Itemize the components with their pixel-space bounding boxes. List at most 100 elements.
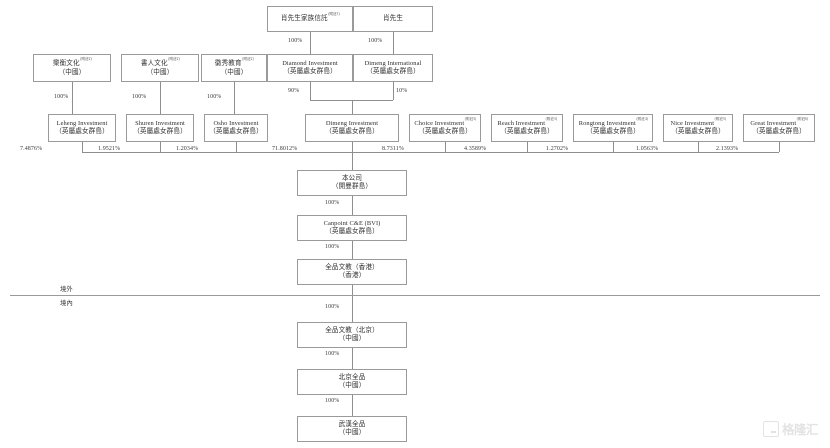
entity-jurisdiction: （英屬處女群島） <box>418 128 472 136</box>
entity-name: 肖先生 <box>382 14 404 22</box>
entity-node-choice-inv: Choice Investment(附註3)（英屬處女群島） <box>409 114 481 142</box>
connector-beijing-to-bjqp <box>352 348 353 369</box>
connector-merge-to-dimeng-investment <box>352 100 353 114</box>
connector-dimeng-international-down <box>393 82 394 100</box>
percentage-label-pct-hk-beijing: 100% <box>325 304 340 310</box>
entity-node-nice-inv: Nice Investment(附註5)（英屬處女群島） <box>663 114 733 142</box>
entity-jurisdiction: （中國） <box>338 335 366 342</box>
entity-jurisdiction: （中國） <box>220 68 248 76</box>
entity-node-rongtong-inv: Rongtong Investment(附註4)（英屬處女群島） <box>573 114 653 142</box>
connector-weixiu-to-osho <box>234 82 235 114</box>
entity-node-diamond-inv: Diamond Investment（英屬處女群島） <box>267 54 353 82</box>
shareholding-bus-line <box>82 152 779 153</box>
entity-jurisdiction: （開曼群島） <box>331 183 373 190</box>
entity-name: Canpoint C&E (BVI) <box>323 219 381 227</box>
entity-node-reach-inv: Reach Investment(附註3)（英屬處女群島） <box>491 114 563 142</box>
entity-jurisdiction: （英屬處女群島） <box>586 128 640 136</box>
connector-hk-to-beijing <box>352 285 353 322</box>
entity-jurisdiction: （中國） <box>146 68 174 76</box>
footnote-marker: (附註2) <box>80 56 92 61</box>
entity-node-shuren-culture: 書人文化(附註2)（中國） <box>121 54 199 82</box>
entity-name: 樂衡文化(附註2) <box>52 56 92 68</box>
entity-jurisdiction: （中國） <box>338 429 366 436</box>
connector-choice-down <box>445 142 446 152</box>
entity-jurisdiction: （英屬處女群島） <box>366 67 420 75</box>
entity-jurisdiction: （英屬處女群島） <box>752 128 806 136</box>
entity-node-mr-xiao: 肖先生 <box>353 6 433 32</box>
percentage-label-pct-rongtong-company: 1.2702% <box>546 146 569 152</box>
entity-jurisdiction: （中國） <box>58 68 86 76</box>
entity-node-wuhan-qp: 武漢全品（中國） <box>297 416 407 442</box>
footnote-marker: (附註3) <box>545 117 558 122</box>
entity-name: 武漢全品 <box>338 420 366 428</box>
footnote-marker: (附註3) <box>464 117 477 122</box>
connector-bjqp-to-wuhan <box>352 395 353 416</box>
footnote-marker: (附註4) <box>636 117 648 122</box>
footnote-marker: (附註6) <box>796 117 809 122</box>
entity-node-weixiu-edu: 徽秀教育(附註2)（中國） <box>201 54 267 82</box>
connector-diamond-down <box>310 82 311 100</box>
connector-rongtong-down <box>613 142 614 152</box>
entity-node-company: 本公司（開曼群島） <box>297 170 407 196</box>
jurisdiction-divider-line <box>10 295 820 296</box>
entity-name: Diamond Investment <box>282 59 338 67</box>
watermark: 格隆汇 <box>762 419 819 438</box>
connector-nice-down <box>698 142 699 152</box>
entity-jurisdiction: （英屬處女群島） <box>325 127 379 135</box>
connector-dimeng-investment-down <box>352 142 353 152</box>
connector-shuren-investment-down <box>160 142 161 152</box>
percentage-label-pct-nice-company: 1.0563% <box>636 146 659 152</box>
percentage-label-pct-diamond-dimeng: 90% <box>288 88 300 94</box>
percentage-label-pct-bjqp-wuhan: 100% <box>325 398 340 404</box>
entity-node-trust: 肖先生家族信託(附註1) <box>267 6 353 32</box>
entity-name: 徽秀教育(附註2) <box>214 56 254 68</box>
watermark-text: 格隆汇 <box>781 422 819 437</box>
footnote-marker: (附註2) <box>242 56 254 61</box>
footnote-marker: (附註1) <box>328 12 340 17</box>
connector-merge-bar-dimeng <box>310 100 393 101</box>
entity-jurisdiction: （英屬處女群島） <box>500 128 554 136</box>
percentage-label-pct-shuren-shuren: 100% <box>132 94 147 100</box>
entity-node-canpoint-bj: 全品文教（北京）（中國） <box>297 322 407 348</box>
percentage-label-pct-canpointbvi-hk: 100% <box>325 244 340 250</box>
entity-jurisdiction: （英屬處女群島） <box>209 127 263 135</box>
entity-name: Leheng Investment <box>56 119 108 127</box>
percentage-label-pct-company-canpointbvi: 100% <box>325 200 340 206</box>
entity-name: Shuren Investment <box>135 119 185 127</box>
percentage-label-pct-dimengintl-dimeng: 10% <box>396 88 408 94</box>
connector-osho-down <box>236 142 237 152</box>
connector-trust-to-diamond <box>310 32 311 54</box>
percentage-label-pct-osho-company: 1.2034% <box>176 146 199 152</box>
percentage-label-pct-dimeng-company: 71.8012% <box>272 146 298 152</box>
percentage-label-pct-leyi-leheng: 100% <box>54 94 69 100</box>
footnote-marker: (附註5) <box>714 117 727 122</box>
percentage-label-pct-beijing-bjqp: 100% <box>325 351 340 357</box>
entity-name: 北京全品 <box>338 373 366 381</box>
connector-company-to-canpoint-bvi <box>352 196 353 215</box>
connector-shuren-to-shuren-investment <box>160 82 161 114</box>
connector-leheng-down <box>82 142 83 152</box>
entity-name: Dimeng International <box>364 59 422 67</box>
entity-name: 肖先生家族信託(附註1) <box>280 12 340 23</box>
entity-node-dimeng-intl: Dimeng International（英屬處女群島） <box>353 54 433 82</box>
entity-name: Osho Investment <box>213 119 259 127</box>
connector-xiao-to-dimeng-international <box>393 32 394 54</box>
connector-great-down <box>779 142 780 152</box>
entity-node-shuren-inv: Shuren Investment（英屬處女群島） <box>126 114 194 142</box>
percentage-label-pct-shuren-company: 1.9521% <box>98 146 121 152</box>
percentage-label-pct-trust-diamond: 100% <box>288 38 303 44</box>
entity-jurisdiction: （中國） <box>338 382 366 389</box>
entity-node-great-inv: Great Investment(附註6)（英屬處女群島） <box>743 114 815 142</box>
entity-jurisdiction: （英屬處女群島） <box>283 67 337 75</box>
entity-name: 全品文教（香港） <box>325 263 379 271</box>
connector-reach-down <box>527 142 528 152</box>
entity-name: Dimeng Investment <box>325 119 379 127</box>
entity-node-canpoint-hk: 全品文教（香港）（香港） <box>297 259 407 285</box>
percentage-label-pct-xiao-dimengintl: 100% <box>368 38 383 44</box>
percentage-label-pct-weixiu-osho: 100% <box>207 94 222 100</box>
offshore-label: 境外 <box>60 286 73 293</box>
percentage-label-pct-reach-company: 4.3589% <box>464 146 487 152</box>
entity-name: Reach Investment(附註3) <box>497 117 558 128</box>
entity-name: 全品文教（北京） <box>325 326 379 334</box>
